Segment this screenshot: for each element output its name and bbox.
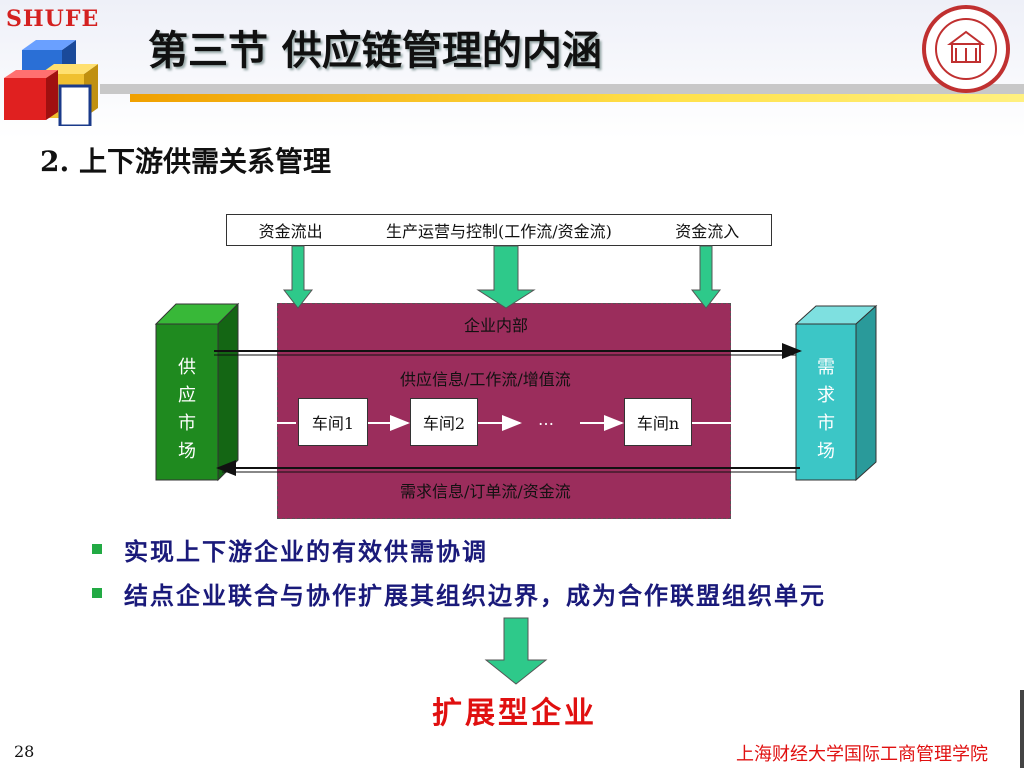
cube-logo-icon	[4, 40, 98, 126]
demand-flow-label: 需求信息/订单流/资金流	[400, 482, 571, 501]
enterprise-internal-label: 企业内部	[464, 316, 529, 335]
production-control-arrow	[476, 245, 536, 309]
capital-inflow-arrow	[690, 245, 722, 309]
supply-flow-label: 供应信息/工作流/增值流	[400, 370, 571, 389]
bullet-text-2: 结点企业联合与协作扩展其组织边界，成为合作联盟组织单元	[124, 581, 826, 610]
bullet-text-1: 实现上下游企业的有效供需协调	[124, 537, 488, 566]
university-seal-icon	[922, 5, 1010, 93]
extended-enterprise-label: 扩展型企业	[432, 696, 597, 731]
production-control-label: 生产运营与控制(工作流/资金流)	[386, 222, 612, 241]
supply-market-box	[154, 302, 240, 482]
shufe-logo-text: SHUFE	[6, 6, 100, 32]
result-arrow	[484, 617, 548, 685]
workshop-1: 车间1	[298, 398, 368, 446]
workshop-ellipsis: …	[538, 410, 554, 429]
capital-inflow-label: 资金流入	[675, 222, 740, 241]
school-name: 上海财经大学国际工商管理学院	[736, 744, 988, 765]
workshop-2: 车间2	[410, 398, 478, 446]
capital-flow-box: 资金流出 生产运营与控制(工作流/资金流) 资金流入	[226, 214, 772, 246]
capital-outflow-arrow	[282, 245, 314, 309]
title-divider-accent	[130, 94, 1024, 102]
capital-outflow-label: 资金流出	[258, 222, 323, 241]
bullet-marker	[92, 588, 102, 598]
demand-market-box	[794, 304, 878, 482]
demand-market-label: 需求市场	[811, 354, 841, 466]
supply-market-label: 供应市场	[172, 354, 202, 466]
bullet-marker	[92, 544, 102, 554]
section-subtitle: 2. 上下游供需关系管理	[40, 145, 331, 178]
page-number: 28	[14, 742, 35, 761]
page-title: 第三节 供应链管理的内涵	[148, 28, 602, 74]
supply-market-text: 供应市场	[178, 357, 196, 462]
title-divider	[100, 84, 1024, 94]
workshop-n: 车间n	[624, 398, 692, 446]
demand-market-text: 需求市场	[817, 357, 835, 462]
corner-bar	[1020, 690, 1024, 768]
